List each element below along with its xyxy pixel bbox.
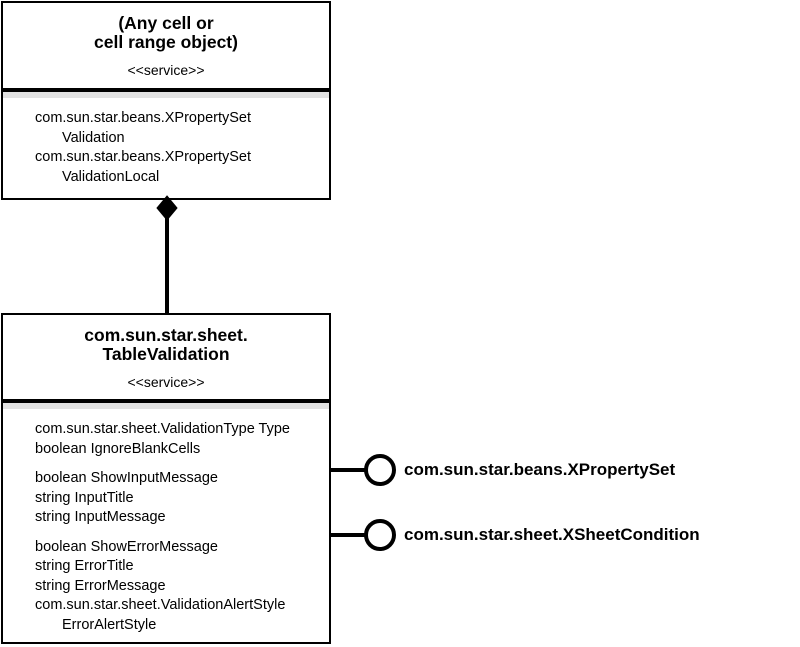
stereotype-label: <<service>> [127,374,205,390]
service-title-line: (Any cell or [118,13,214,33]
service-box-header: (Any cell or cell range object) <<servic… [3,3,329,92]
property-group: boolean ShowErrorMessage string ErrorTit… [35,538,323,636]
property-line: Validation [62,129,125,146]
interface-circle-icon [364,454,396,486]
interface-label: com.sun.star.sheet.XSheetCondition [404,525,700,544]
property-line: boolean IgnoreBlankCells [35,440,201,457]
property-line: boolean ShowInputMessage [35,470,218,486]
property-line: string InputTitle [35,489,134,506]
property-line: com.sun.star.sheet.ValidationType Type [35,421,290,437]
property-line: string ErrorTitle [35,558,134,574]
service-title-line: cell range object) [94,32,238,52]
property-line: string InputMessage [35,509,166,525]
stereotype-label: <<service>> [127,62,205,78]
property-line: com.sun.star.sheet.ValidationAlertStyle [35,597,286,613]
service-box-any-cell: (Any cell or cell range object) <<servic… [1,1,331,200]
service-box-body: com.sun.star.beans.XPropertySet Validati… [3,92,329,187]
property-line: boolean ShowErrorMessage [35,538,218,555]
interface-circle-icon [364,519,396,551]
property-line: string ErrorMessage [35,577,166,594]
property-line: com.sun.star.beans.XPropertySet [35,110,251,126]
composition-diamond-icon [156,195,178,221]
service-box-body: com.sun.star.sheet.ValidationType Type b… [3,403,329,635]
property-group: boolean ShowInputMessage string InputTit… [35,469,323,528]
property-group: com.sun.star.sheet.ValidationType Type b… [35,420,323,459]
property-line: ErrorAlertStyle [62,616,157,633]
property-line: ValidationLocal [62,168,160,185]
service-box-tablevalidation: com.sun.star.sheet. TableValidation <<se… [1,313,331,644]
composition-connector [156,195,178,316]
interface-label: com.sun.star.beans.XPropertySet [404,460,676,479]
interface-lollipop-icon [331,454,396,486]
service-title-line: TableValidation [102,344,230,364]
property-line: com.sun.star.beans.XPropertySet [35,149,251,165]
service-box-header: com.sun.star.sheet. TableValidation <<se… [3,315,329,403]
service-title-line: com.sun.star.sheet. [84,325,248,345]
interface-lollipop-icon [331,519,396,551]
